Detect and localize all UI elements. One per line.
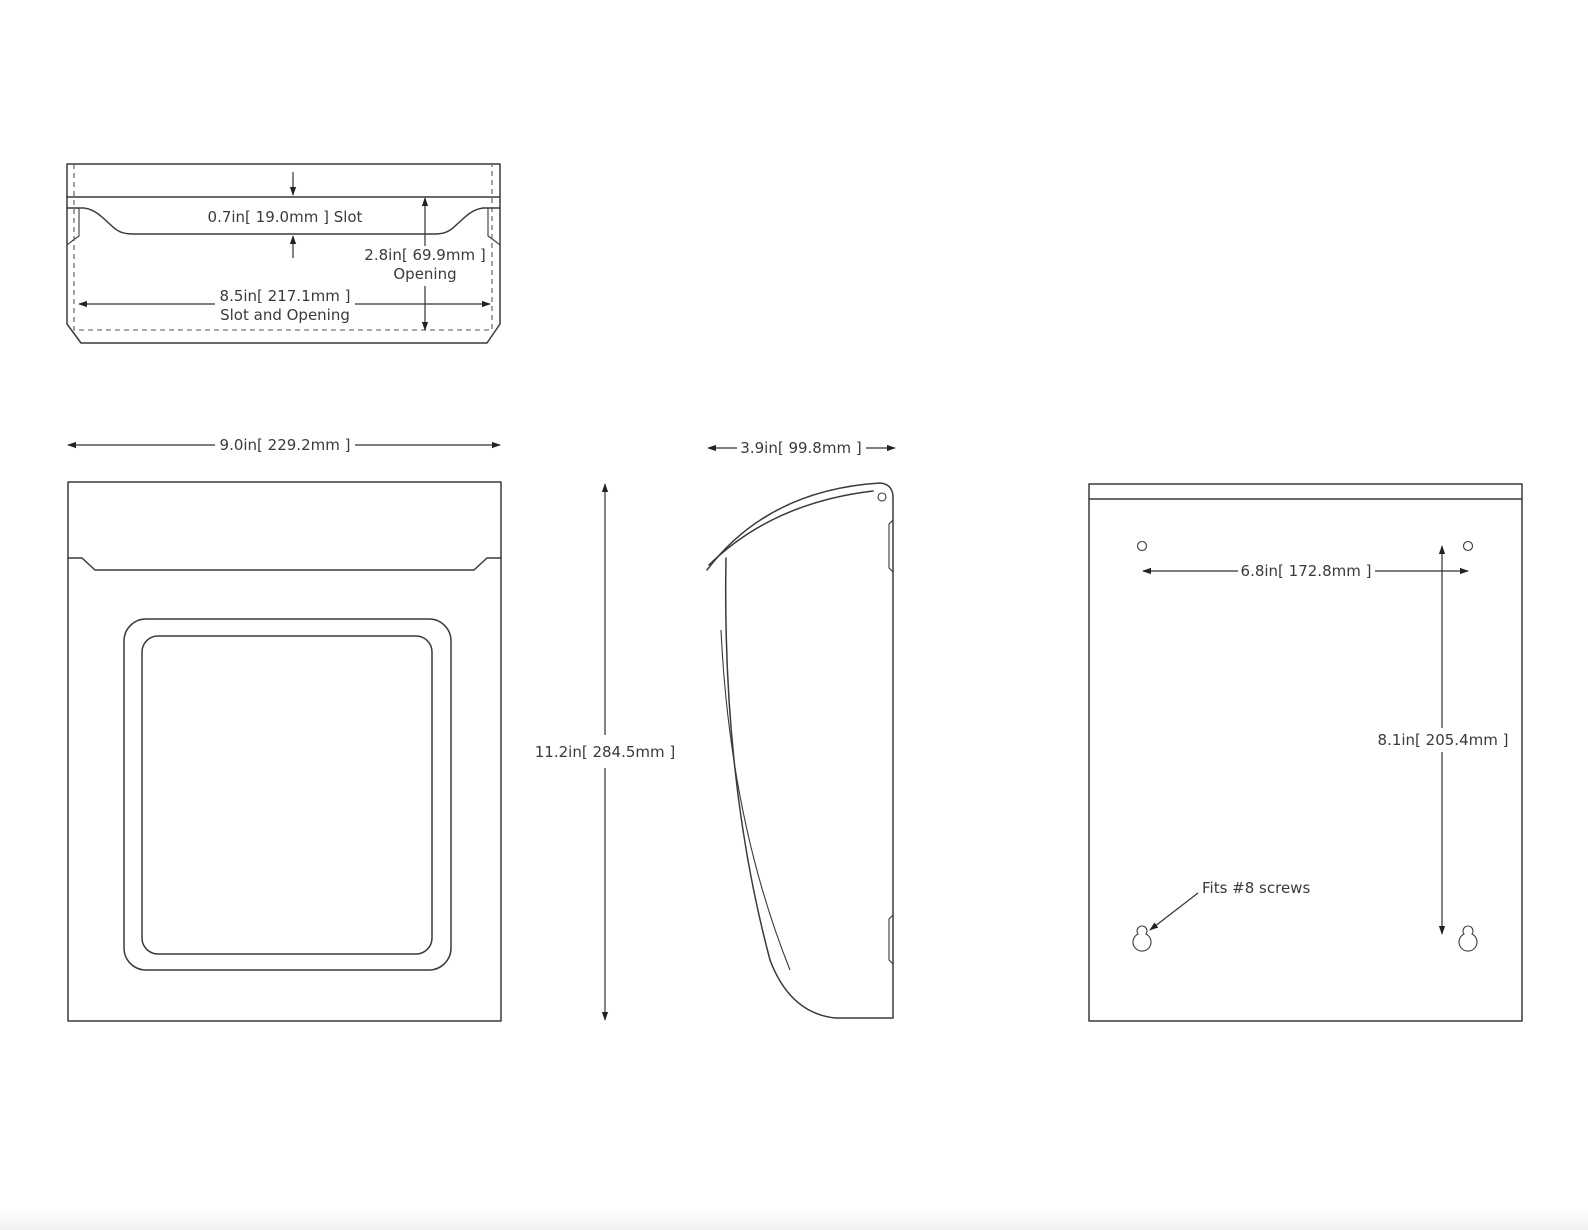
screw-note-label: Fits #8 screws [1202,879,1310,897]
front-window [141,635,433,955]
mounting-hole-top-left [1136,540,1148,552]
side-view-front-curve [724,557,771,961]
keyhole-slot-left [1132,925,1152,952]
side-view-lid-outer [706,482,894,571]
front-width-label: 9.0in[ 229.2mm ] [220,436,351,454]
top-view-right-side [487,208,501,246]
hole-spacing-vertical-label: 8.1in[ 205.4mm ] [1378,731,1509,749]
top-view-slot-lip [66,207,501,235]
top-view-outline [66,163,501,344]
side-view-window-curve [720,629,791,971]
opening-dimension-caption: Opening [393,265,456,283]
top-view-left-side [66,208,80,246]
side-view-back [769,495,894,1019]
depth-label: 3.9in[ 99.8mm ] [740,439,861,457]
top-view-hidden-outline [73,164,493,331]
slot-dimension-label: 0.7in[ 19.0mm ] Slot [208,208,363,226]
keyhole-slot-right [1458,925,1478,952]
bottom-edge-shade [0,1208,1588,1230]
side-view: 3.9in[ 99.8mm ] [706,439,896,1019]
top-view: 0.7in[ 19.0mm ] Slot 2.8in[ 69.9mm ] Ope… [66,163,501,344]
front-view: 9.0in[ 229.2mm ] [67,436,502,1022]
hole-spacing-horizontal-label: 6.8in[ 172.8mm ] [1241,562,1372,580]
slot-opening-width-caption: Slot and Opening [220,306,350,324]
side-view-lid-inner [708,490,874,566]
front-view-outline [67,481,502,1022]
mounting-hole-top-right [1462,540,1474,552]
side-view-back-tab-top [888,519,894,573]
back-view-outline [1088,483,1523,1022]
slot-opening-width-label: 8.5in[ 217.1mm ] [220,287,351,305]
height-label: 11.2in[ 284.5mm ] [535,743,675,761]
front-window-frame [123,618,452,971]
back-view: 6.8in[ 172.8mm ] 8.1in[ 205.4mm ] Fits #… [1088,483,1523,1022]
front-view-lid [67,557,502,571]
side-view-back-tab-bottom [888,914,894,965]
screw-note-leader [1149,892,1199,931]
opening-dimension-label: 2.8in[ 69.9mm ] [364,246,485,264]
side-view-hinge [877,492,887,502]
height-dimension: 11.2in[ 284.5mm ] [535,483,675,1021]
